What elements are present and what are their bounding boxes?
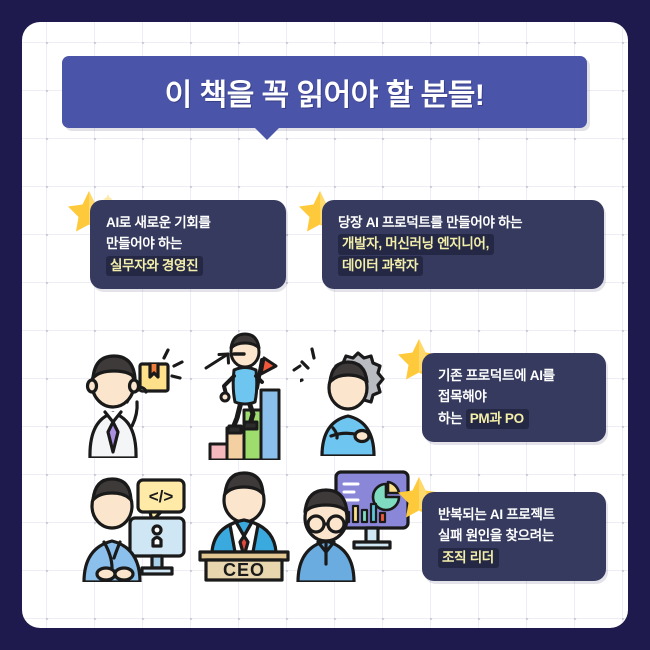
highlight-chip: 데이터 과학자 xyxy=(338,255,424,276)
poster-panel: 이 책을 꼭 읽어야 할 분들! xyxy=(22,22,628,628)
card-line: AI로 새로운 기회를 xyxy=(106,215,211,230)
manager-holding-box-illustration xyxy=(80,340,190,463)
ceo-at-podium-illustration: CEO xyxy=(192,470,296,587)
highlight-chip: 실무자와 경영진 xyxy=(106,255,204,276)
audience-card: 기존 프로덕트에 AI를 접목해야 하는 PM과 PO xyxy=(422,353,606,442)
podium-label: CEO xyxy=(223,560,265,580)
highlight-chip: PM과 PO xyxy=(465,408,529,429)
audience-card: 당장 AI 프로덕트를 만들어야 하는 개발자, 머신러닝 엔지니어, 데이터 … xyxy=(322,200,604,289)
card-line: 개발자, 머신러닝 엔지니어, xyxy=(338,233,590,255)
card-line: 만들어야 하는 xyxy=(106,236,183,252)
highlight-chip: 조직 리더 xyxy=(438,547,499,568)
card-line: 반복되는 AI 프로젝트 xyxy=(438,507,555,522)
card-line: 하는 PM과 PO xyxy=(438,408,592,429)
developer-at-computer-illustration: </> xyxy=(80,470,200,587)
card-line: 당장 AI 프로덕트를 만들어야 하는 xyxy=(338,215,523,230)
card-line: 실패 원인을 찾으려는 xyxy=(438,528,554,544)
audience-card: 반복되는 AI 프로젝트 실패 원인을 찾으려는 조직 리더 xyxy=(422,492,606,581)
data-analyst-with-dashboard-illustration xyxy=(294,466,412,587)
card-line: 조직 리더 xyxy=(438,547,592,568)
card-line: 실무자와 경영진 xyxy=(106,255,272,276)
card-line: 접목해야 xyxy=(438,389,487,405)
banner-tail-arrow xyxy=(254,127,280,140)
code-bubble-label: </> xyxy=(149,487,174,506)
card-line: 데이터 과학자 xyxy=(338,255,590,276)
page-title: 이 책을 꼭 읽어야 할 분들! xyxy=(164,79,485,112)
person-with-gear-illustration xyxy=(294,344,396,461)
audience-card: AI로 새로운 기회를 만들어야 하는 실무자와 경영진 xyxy=(90,200,286,289)
title-banner: 이 책을 꼭 읽어야 할 분들! xyxy=(62,56,587,128)
highlight-chip: 개발자, 머신러닝 엔지니어, xyxy=(338,234,495,255)
card-line: 기존 프로덕트에 AI를 xyxy=(438,368,555,383)
person-climbing-bar-chart-with-flag-illustration xyxy=(204,332,304,465)
